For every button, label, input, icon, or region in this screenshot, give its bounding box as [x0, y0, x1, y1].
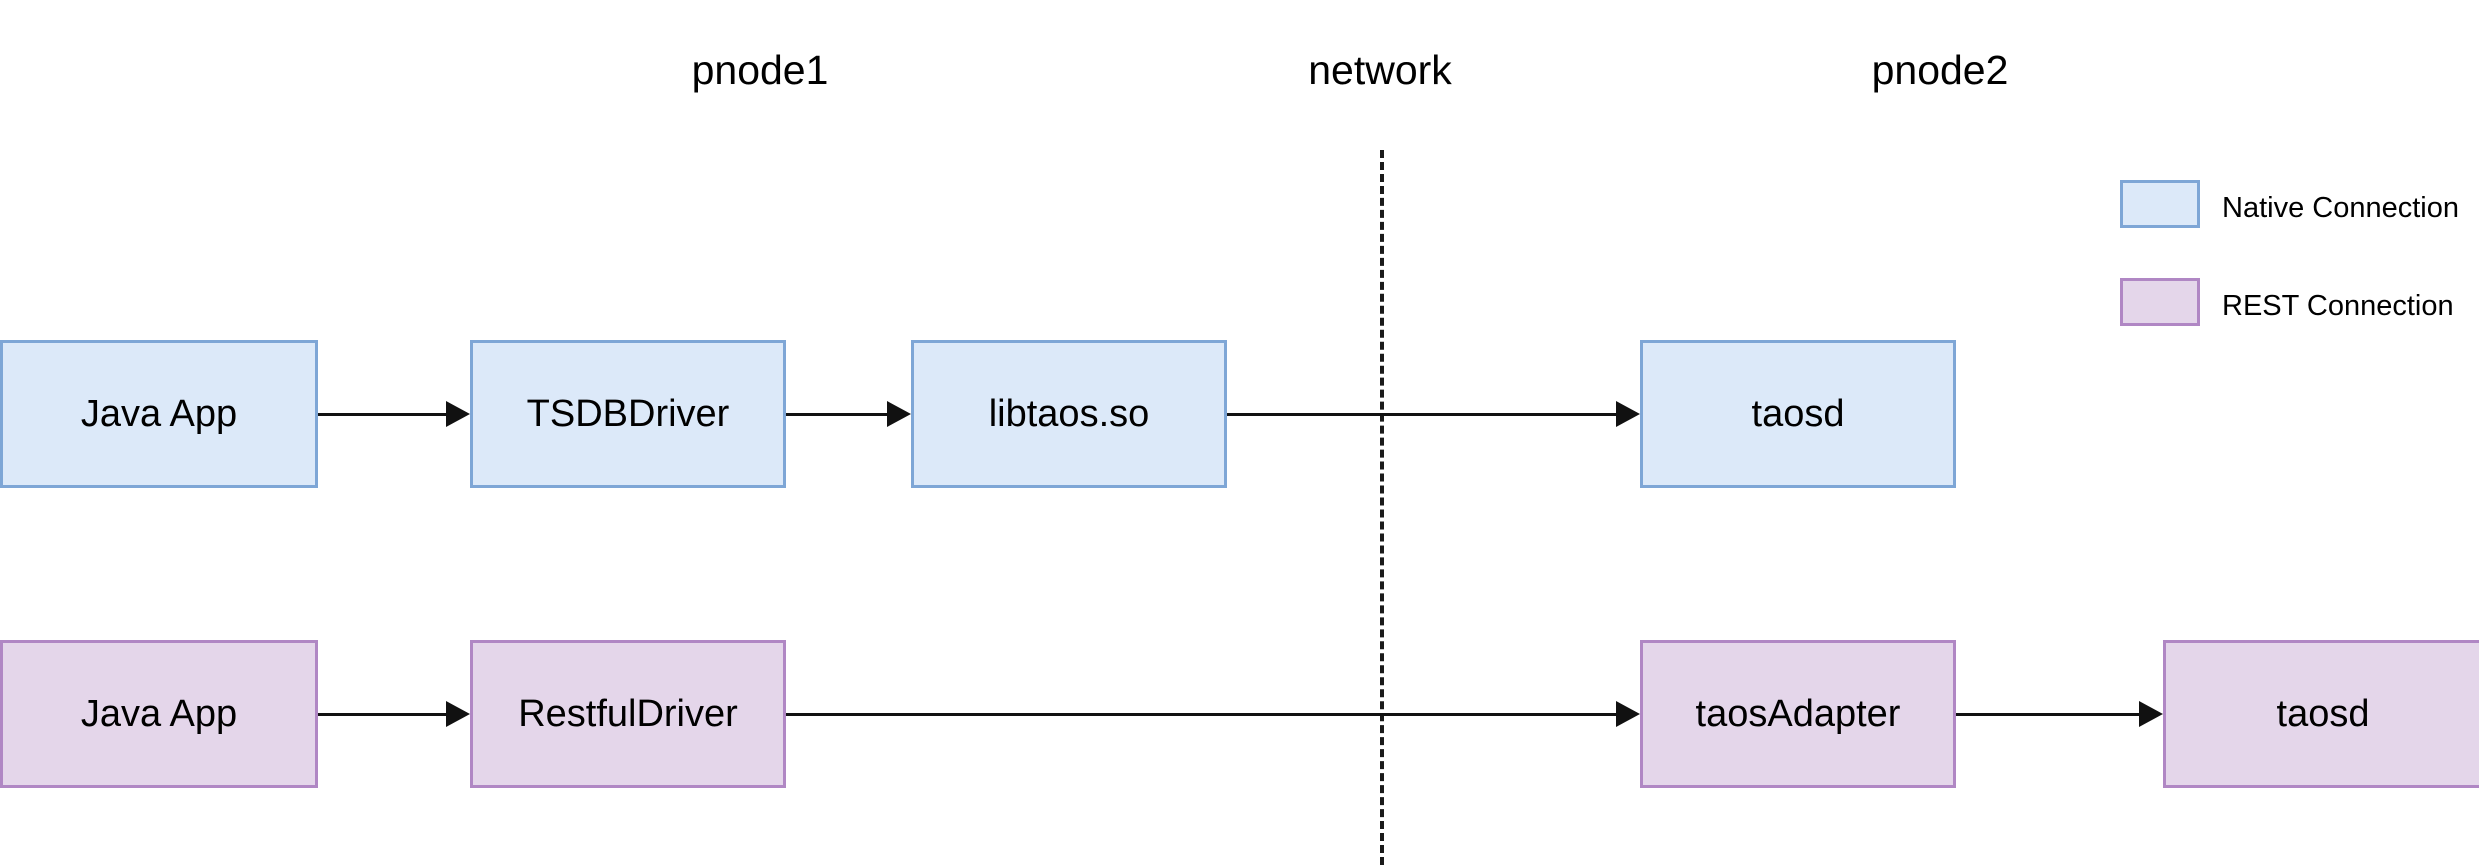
legend-swatch-native [2120, 180, 2200, 228]
node-native-tsdbdriver[interactable]: TSDBDriver [470, 340, 786, 488]
node-native-java-app[interactable]: Java App [0, 340, 318, 488]
network-boundary-divider [1380, 150, 1384, 865]
node-rest-taosd[interactable]: taosd [2163, 640, 2479, 788]
arrowhead-rest-1 [446, 701, 470, 727]
node-rest-taosadapter[interactable]: taosAdapter [1640, 640, 1956, 788]
arrowhead-rest-2 [1616, 701, 1640, 727]
node-rest-restfuldriver[interactable]: RestfulDriver [470, 640, 786, 788]
legend-label-native: Native Connection [2222, 192, 2459, 224]
node-native-taosd[interactable]: taosd [1640, 340, 1956, 488]
arrow-rest-3 [1956, 713, 2145, 716]
arrowhead-native-3 [1616, 401, 1640, 427]
arrowhead-rest-3 [2139, 701, 2163, 727]
column-header-network: network [1308, 47, 1452, 93]
node-rest-java-app[interactable]: Java App [0, 640, 318, 788]
arrow-native-3 [1227, 413, 1622, 416]
arrow-rest-1 [318, 713, 452, 716]
arrowhead-native-2 [887, 401, 911, 427]
arrow-native-1 [318, 413, 452, 416]
column-header-pnode1: pnode1 [691, 47, 829, 93]
arrowhead-native-1 [446, 401, 470, 427]
legend-label-rest: REST Connection [2222, 290, 2454, 322]
legend-swatch-rest [2120, 278, 2200, 326]
node-native-libtaos-so[interactable]: libtaos.so [911, 340, 1227, 488]
column-header-pnode2: pnode2 [1871, 47, 2009, 93]
arrow-native-2 [786, 413, 893, 416]
arrow-rest-2 [786, 713, 1622, 716]
